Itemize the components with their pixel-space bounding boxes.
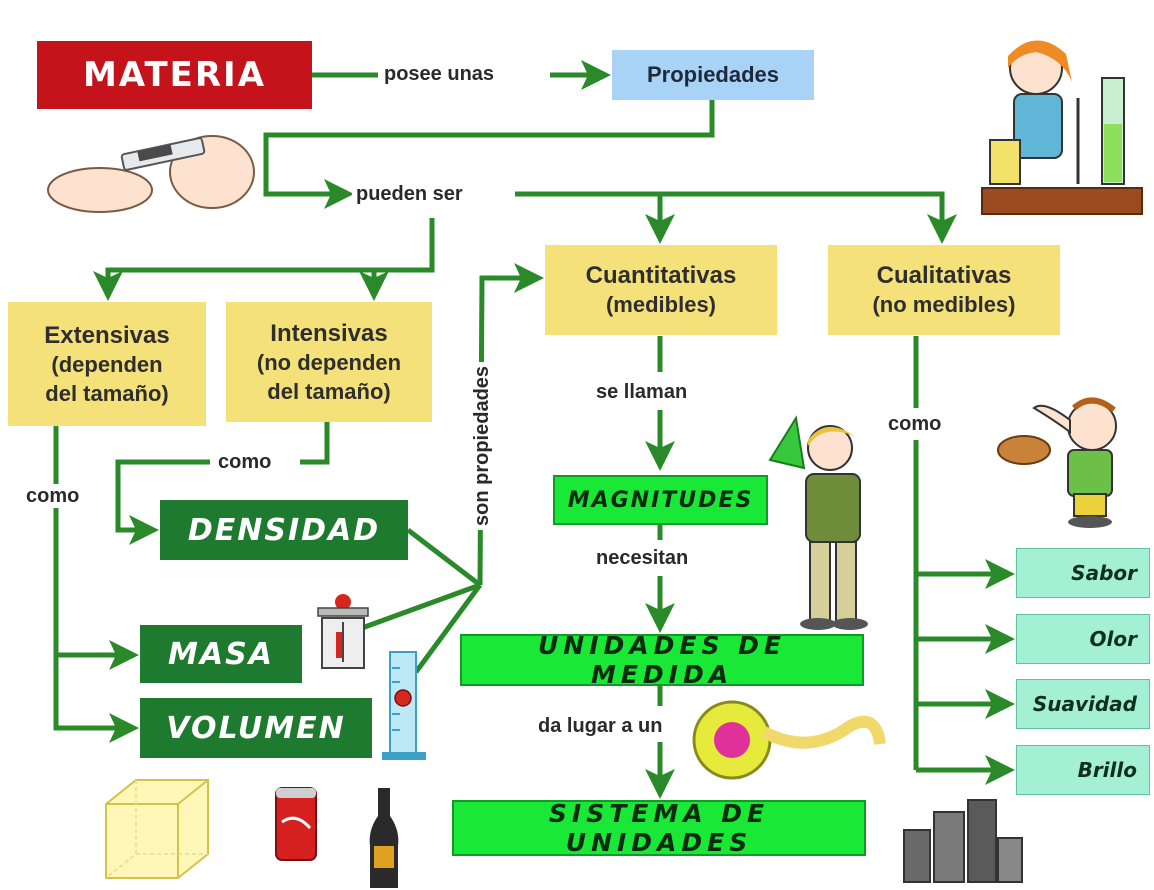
- node-intensivas-line3: del tamaño): [267, 378, 391, 404]
- balance-illustration: [317, 594, 369, 669]
- node-materia-label: MATERIA: [82, 55, 267, 95]
- node-sistema-de-unidades: SISTEMA DE UNIDADES: [452, 799, 866, 857]
- node-extensivas: Extensivas (dependen del tamaño): [8, 302, 206, 426]
- node-extensivas-line2: (dependen: [51, 352, 163, 377]
- node-suavidad-label: Suavidad: [1032, 692, 1137, 716]
- node-intensivas: Intensivas (no dependen del tamaño): [226, 302, 432, 422]
- node-brillo-label: Brillo: [1077, 758, 1137, 782]
- connector-intensivas-como: [300, 422, 330, 465]
- node-cuantitativas-line2: (medibles): [605, 292, 717, 318]
- node-volumen: VOLUMEN: [140, 698, 372, 758]
- connector-volumen-merge: [413, 583, 483, 674]
- connector-como-densidad: [115, 459, 210, 545]
- label-necesitan: necesitan: [592, 546, 693, 570]
- node-suavidad: Suavidad: [1016, 679, 1150, 729]
- node-brillo: Brillo: [1016, 745, 1150, 795]
- boy-triangle-illustration: [768, 415, 868, 630]
- smelling-kid-illustration: [997, 397, 1117, 528]
- label-como-cualitativas: como: [884, 412, 946, 436]
- measuring-tape-illustration: [692, 700, 886, 780]
- node-extensivas-line3: del tamaño): [45, 380, 169, 406]
- node-volumen-label: VOLUMEN: [166, 710, 346, 746]
- weights-illustration: [903, 799, 1023, 883]
- node-densidad-label: DENSIDAD: [187, 512, 381, 548]
- node-cualitativas-line1: Cualitativas: [876, 262, 1012, 290]
- connector-pueden-left: [93, 218, 435, 302]
- graduated-cylinder-illustration: [382, 651, 426, 760]
- node-unidades-de-medida: UNIDADES DE MEDIDA: [460, 631, 864, 689]
- node-cualitativas-line2: (no medibles): [872, 292, 1016, 318]
- label-se-llaman: se llaman: [592, 380, 692, 404]
- node-materia: MATERIA: [37, 41, 312, 109]
- node-propiedades-label: Propiedades: [646, 62, 780, 87]
- node-intensivas-line1: Intensivas: [270, 319, 388, 347]
- label-da-lugar-a-un: da lugar a un: [534, 714, 667, 738]
- chemist-illustration: [981, 40, 1143, 215]
- connector-densidad-merge: [406, 528, 482, 587]
- node-propiedades: Propiedades: [612, 50, 814, 100]
- label-como-intensivas: como: [214, 450, 276, 474]
- connector-pueden-cualitativas: [515, 191, 957, 245]
- node-extensivas-line1: Extensivas: [44, 321, 170, 349]
- soda-can-illustration: [275, 787, 317, 861]
- node-sabor: Sabor: [1016, 548, 1150, 598]
- label-pueden-ser: pueden ser: [352, 182, 467, 206]
- node-olor-label: Olor: [1089, 627, 1137, 651]
- node-intensivas-line2: (no dependen: [256, 350, 402, 375]
- connector-propiedades-pueden: [263, 100, 715, 209]
- node-sabor-label: Sabor: [1071, 561, 1137, 585]
- connector-como-volumen: [53, 508, 140, 743]
- node-densidad: DENSIDAD: [160, 500, 408, 560]
- node-olor: Olor: [1016, 614, 1150, 664]
- connector-masa-merge: [361, 582, 481, 631]
- node-magnitudes-label: MAGNITUDES: [567, 487, 754, 513]
- syringe-hands-illustration: [47, 135, 255, 213]
- label-son-propiedades: son propiedades: [470, 361, 494, 530]
- node-unidades-de-medida-label: UNIDADES DE MEDIDA: [538, 631, 786, 689]
- node-masa: MASA: [140, 625, 302, 683]
- node-cuantitativas: Cuantitativas (medibles): [545, 245, 777, 335]
- node-sistema-de-unidades-label: SISTEMA DE UNIDADES: [548, 799, 770, 857]
- node-masa-label: MASA: [168, 636, 274, 672]
- node-cuantitativas-line1: Cuantitativas: [585, 262, 737, 290]
- node-magnitudes: MAGNITUDES: [553, 475, 768, 525]
- label-posee-unas: posee unas: [380, 62, 499, 86]
- cube-illustration: [105, 779, 209, 879]
- node-cualitativas: Cualitativas (no medibles): [828, 245, 1060, 335]
- label-como-extensivas: como: [22, 484, 84, 508]
- bottle-illustration: [369, 788, 399, 888]
